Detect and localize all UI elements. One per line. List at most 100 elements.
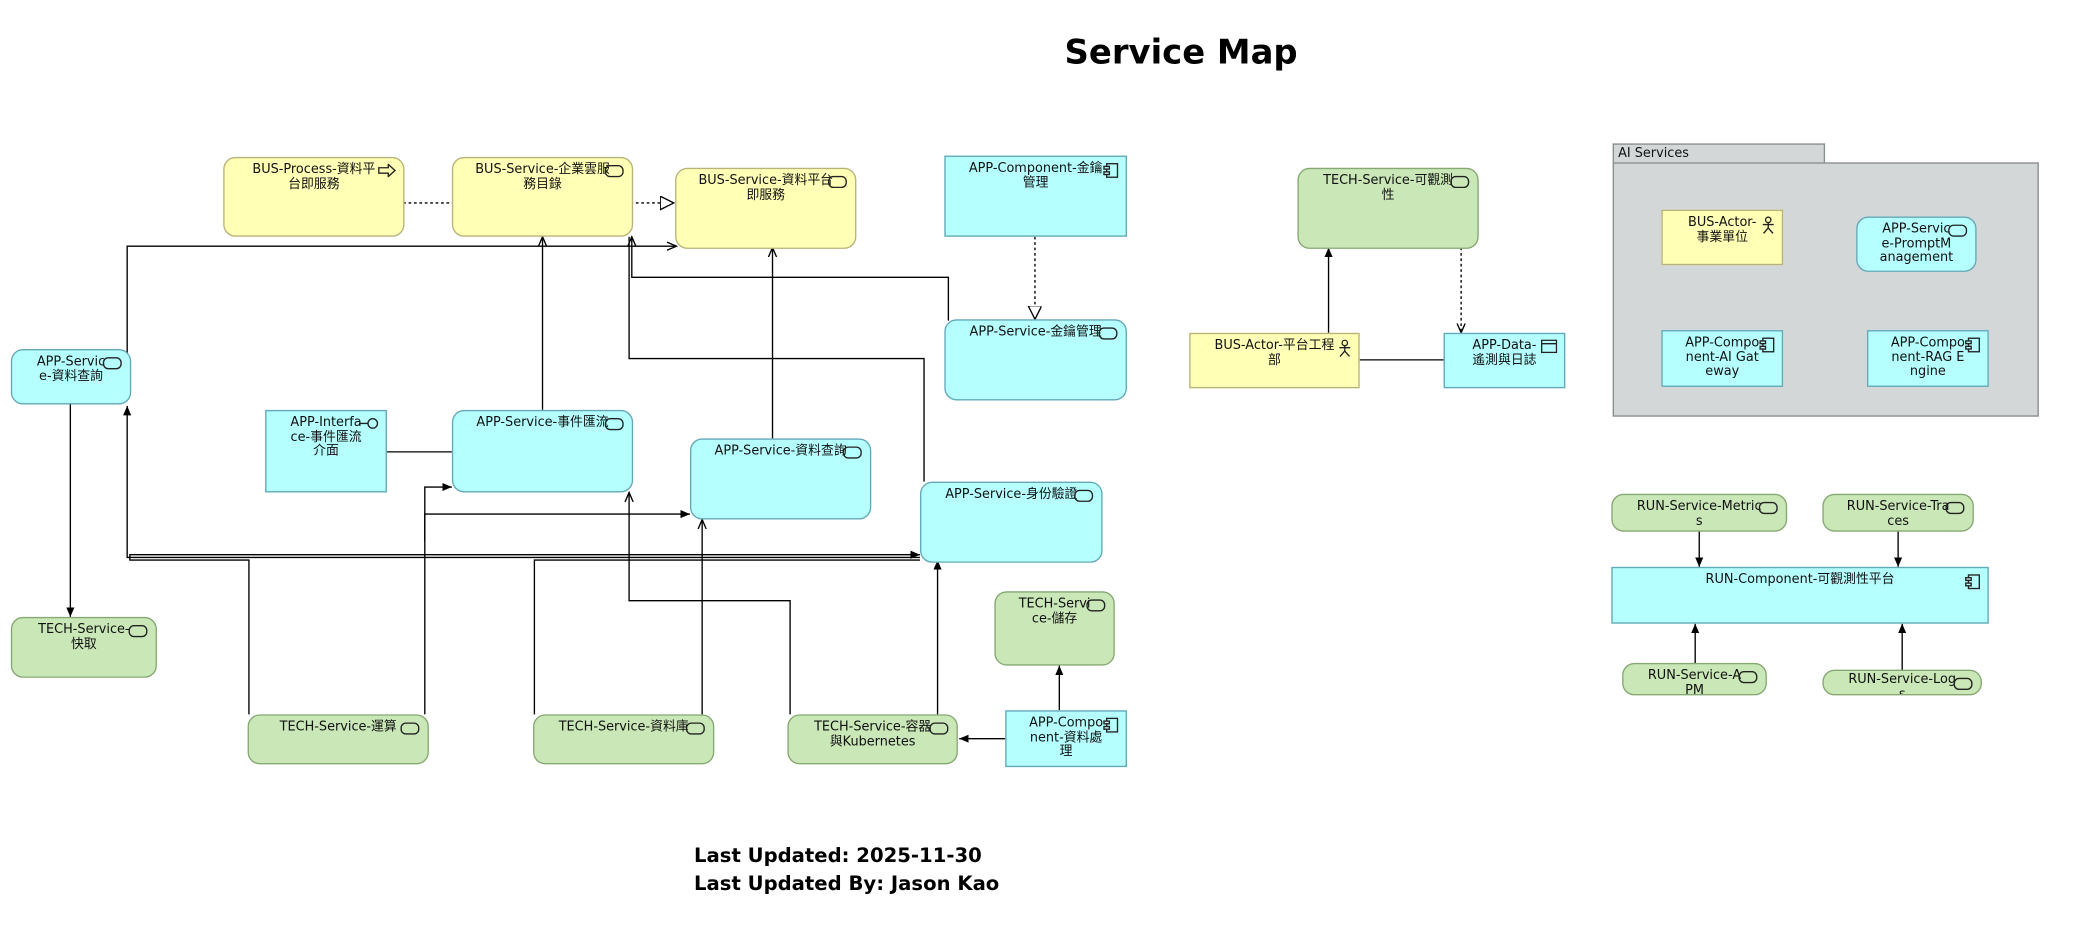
node-label: TECH-Service-快取 [38,622,130,652]
run-service-logs[interactable]: RUN-Service-Logs [1822,669,1982,696]
service-icon [1098,327,1118,340]
service-icon [604,165,624,178]
tech-service-storage[interactable]: TECH-Service-儲存 [994,591,1115,666]
edge-key-serves-catalog [632,237,950,321]
service-icon [400,722,420,735]
node-label: APP-Service-資料查詢 [714,443,847,459]
service-icon [1945,501,1965,515]
service-icon [1086,599,1106,612]
node-label: TECH-Service-資料庫 [558,719,689,735]
service-icon [128,625,148,638]
service-icon [1948,224,1968,237]
component-icon [1759,337,1775,353]
node-label: TECH-Service-儲存 [1018,596,1091,626]
app-service-identity[interactable]: APP-Service-身份驗證 [919,481,1103,563]
interface-icon [359,418,379,429]
tech-service-cache[interactable]: TECH-Service-快取 [10,616,157,678]
node-label: RUN-Service-Logs [1848,672,1957,696]
edge-compute-serves-query [424,510,690,542]
node-label: APP-Interface-事件匯流介面 [290,415,362,459]
node-label: APP-Component-資料處理 [1029,715,1104,760]
node-label: APP-Service-身份驗證 [945,487,1078,502]
node-label: APP-Service-事件匯流 [476,415,609,431]
component-icon [1103,163,1119,178]
node-label: TECH-Service-運算 [279,719,397,735]
service-icon [1758,501,1778,515]
data-object-icon [1540,339,1558,354]
node-label: BUS-Service-資料平台即服務 [698,173,834,203]
app-component-ai-gateway[interactable]: APP-Component-AI Gateway [1661,330,1784,387]
service-icon [842,446,862,459]
node-label: APP-Service-金鑰管理 [969,324,1102,340]
last-updated: Last Updated: 2025-11-30 [694,845,982,868]
node-label: APP-Service-資料查詢 [36,354,106,384]
service-icon [827,175,847,189]
run-service-metrics[interactable]: RUN-Service-Metrics [1611,493,1788,532]
app-data-telemetry[interactable]: APP-Data-遙測與日誌 [1443,332,1566,389]
edge-k8s-serves-event [629,492,791,715]
node-label: APP-Component-金鑰管理 [968,160,1103,191]
edge-database-serves-identity [533,559,920,715]
app-service-prompt-mgmt[interactable]: APP-Service-PromptManagement [1856,216,1977,272]
service-icon [1953,677,1973,690]
actor-icon [1339,339,1351,357]
node-label: APP-Component-RAG Engine [1890,335,1965,380]
edge-identity-to-catalog [628,236,925,482]
service-icon [1738,671,1758,684]
node-label: RUN-Component-可觀測性平台 [1705,572,1895,588]
tech-service-compute[interactable]: TECH-Service-運算 [247,714,429,765]
edge-query-serves-busdata [126,246,676,366]
node-label: APP-Data-遙測與日誌 [1472,338,1537,368]
tech-service-k8s[interactable]: TECH-Service-容器與Kubernetes [787,714,958,765]
actor-icon [1762,216,1774,234]
bus-process-data-platform[interactable]: BUS-Process-資料平台即服務 [223,156,405,237]
tech-service-database[interactable]: TECH-Service-資料庫 [533,714,715,765]
app-component-data-processing[interactable]: APP-Component-資料處理 [1005,710,1127,768]
app-service-data-query-left[interactable]: APP-Service-資料查詢 [10,349,132,405]
run-service-apm[interactable]: RUN-Service-APM [1622,662,1767,696]
group-ai-services-tab: AI Services [1612,143,1826,164]
bus-service-enterprise-catalog[interactable]: BUS-Service-企業雲服務目錄 [451,156,634,237]
node-label: BUS-Actor-平台工程部 [1214,338,1335,368]
app-service-event-stream[interactable]: APP-Service-事件匯流 [451,409,634,493]
service-icon [102,357,122,370]
node-label: BUS-Process-資料平台即服務 [252,162,376,192]
component-icon [1965,574,1980,590]
run-component-observability-platform[interactable]: RUN-Component-可觀測性平台 [1611,566,1989,624]
bus-actor-business-unit[interactable]: BUS-Actor-事業單位 [1661,209,1784,266]
run-service-traces[interactable]: RUN-Service-Traces [1822,493,1974,532]
component-icon [1965,337,1980,353]
page-title: Service Map [1064,32,1298,72]
node-label: RUN-Service-Traces [1846,499,1950,529]
node-label: TECH-Service-可觀測性 [1323,173,1454,203]
process-arrow-icon [378,163,397,178]
edge-compute-serves-event [424,482,452,715]
node-label: BUS-Actor-事業單位 [1688,215,1757,245]
tech-service-observability[interactable]: TECH-Service-可觀測性 [1297,167,1479,249]
app-component-rag-engine[interactable]: APP-Component-RAG Engine [1867,330,1989,387]
app-service-key-mgmt[interactable]: APP-Service-金鑰管理 [944,319,1127,401]
component-icon [1103,717,1119,733]
edge-identity-to-query [123,405,920,559]
service-icon [929,722,949,735]
node-label: TECH-Service-容器與Kubernetes [814,719,932,749]
service-icon [1074,489,1094,502]
node-label: APP-Service-PromptManagement [1879,221,1954,266]
node-label: APP-Component-AI Gateway [1685,335,1760,380]
last-updated-by: Last Updated By: Jason Kao [694,873,1000,896]
group-label: AI Services [1618,146,1689,161]
app-service-data-query[interactable]: APP-Service-資料查詢 [689,438,872,520]
service-icon [604,418,624,431]
app-interface-event-stream[interactable]: APP-Interface-事件匯流介面 [265,409,387,493]
edge-compute-serves-identity [129,550,920,715]
bus-actor-platform-eng[interactable]: BUS-Actor-平台工程部 [1189,332,1360,389]
service-icon [685,722,705,735]
node-label: RUN-Service-APM [1647,668,1742,696]
bus-service-data-platform[interactable]: BUS-Service-資料平台即服務 [675,167,857,249]
service-icon [1450,175,1470,189]
node-label: RUN-Service-Metrics [1636,499,1762,529]
node-label: BUS-Service-企業雲服務目錄 [475,162,610,192]
app-component-key-mgmt[interactable]: APP-Component-金鑰管理 [944,155,1127,237]
